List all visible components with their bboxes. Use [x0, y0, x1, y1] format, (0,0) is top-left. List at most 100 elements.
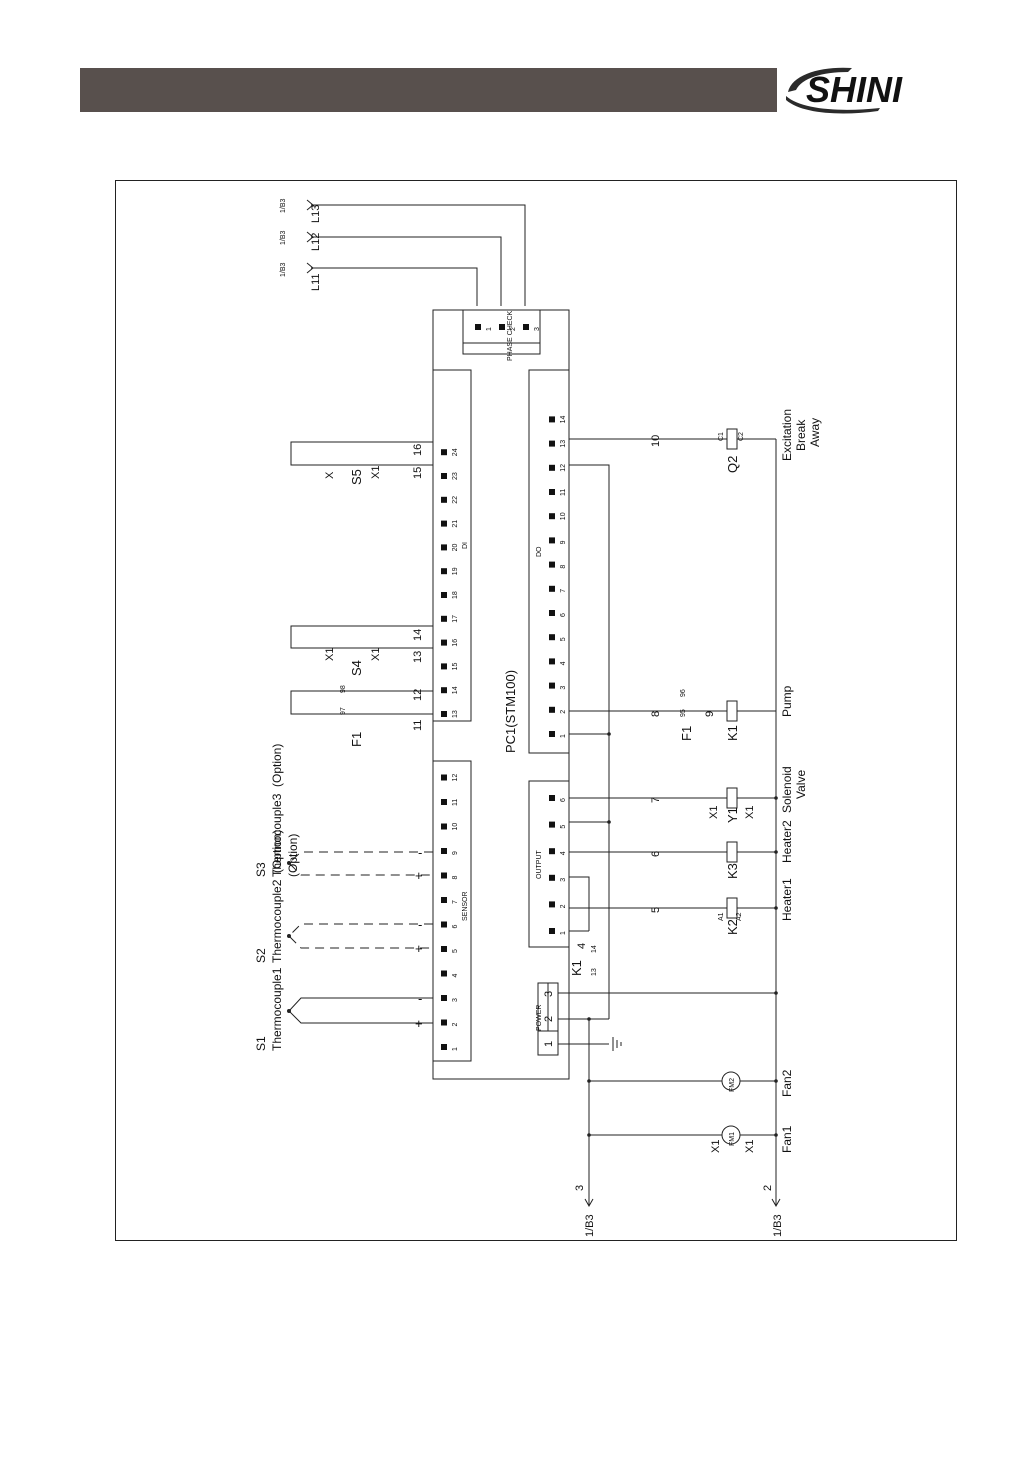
do-terminal-10 [549, 513, 555, 520]
do-terminal-6-label: 6 [560, 613, 567, 617]
y1-label: Y1 [725, 807, 740, 823]
phase-terminal-S-label: 2 [510, 327, 517, 331]
fan1-x1-right: X1 [744, 1140, 756, 1153]
q2-c1: C1 [718, 432, 725, 441]
s5-label: S5 [349, 469, 364, 485]
output-terminal-4-label: 4 [560, 851, 567, 855]
fan1-symbol: FM1 [729, 1132, 736, 1146]
do-terminal-10-label: 10 [560, 512, 567, 520]
wire-13: 13 [412, 651, 424, 663]
do-terminal-11-label: 11 [560, 489, 567, 496]
s4-x1-left: X1 [324, 648, 336, 661]
sensor-terminal-9 [441, 848, 447, 854]
phase-line-l13: L13 [310, 205, 322, 223]
di-terminal-14-label: 14 [452, 686, 459, 694]
phase-terminal-T-label: 3 [534, 327, 541, 331]
output-terminal-2 [549, 901, 555, 908]
wire-9: 9 [704, 711, 716, 717]
sensor-block [432, 760, 472, 1062]
sensor-terminal-6-label: 6 [452, 925, 459, 929]
phase-ref-l11: 1/B3 [280, 262, 287, 277]
fan2-label: Fan2 [780, 1069, 794, 1097]
phase-ref-l13: 1/B3 [280, 198, 287, 213]
do-terminal-2 [549, 706, 555, 713]
di-terminal-15 [441, 663, 447, 670]
sensor-terminal-12-label: 12 [452, 774, 459, 782]
ground-icon [612, 1037, 622, 1051]
q2-c2: C2 [738, 432, 745, 441]
wire-16: 16 [412, 444, 424, 456]
do-block [528, 369, 570, 754]
sensor-terminal-7-label: 7 [452, 900, 459, 904]
sensor-label: SENSOR [462, 891, 469, 921]
power-terminal-1: 1 [543, 1041, 555, 1047]
s2-plus: + [415, 941, 423, 956]
s5-x-top: X [324, 471, 336, 479]
k2-label: K2 [725, 919, 740, 935]
wiring-diagram: PC1(STM100) PHASE CHECK DI DO SENSOR OUT… [254, 198, 822, 1237]
di-terminal-19 [441, 568, 447, 575]
power-terminal-2: 2 [543, 1016, 555, 1022]
output-terminal-2-label: 2 [560, 904, 567, 908]
do-terminal-4-label: 4 [560, 661, 567, 665]
do-terminal-8-label: 8 [560, 565, 567, 569]
di-terminal-22 [441, 496, 447, 503]
do-terminal-14 [549, 416, 555, 423]
sensor-terminal-1 [441, 1044, 447, 1050]
diagram-frame: PC1(STM100) PHASE CHECK DI DO SENSOR OUT… [115, 180, 957, 1241]
di-terminal-16 [441, 639, 447, 646]
fan2-symbol: FM2 [729, 1078, 736, 1092]
do-terminal-4 [549, 658, 555, 665]
sensor-terminal-8-label: 8 [452, 876, 459, 880]
phase-line-l11: L11 [310, 273, 322, 291]
phase-terminal-S [499, 324, 505, 330]
header-bar [80, 68, 777, 112]
sensor-terminal-10 [441, 823, 447, 830]
do-terminal-13-label: 13 [560, 440, 567, 448]
controller-label: PC1(STM100) [503, 670, 518, 753]
output-block [528, 780, 570, 948]
do-terminal-2-label: 2 [560, 710, 567, 714]
output-label: OUTPUT [536, 850, 543, 880]
load-heater1: Heater1 [780, 878, 794, 921]
load-valve: Valve [794, 770, 808, 799]
output-terminal-1 [549, 928, 555, 934]
f1-contact-98: 98 [340, 685, 347, 693]
di-terminal-23 [441, 473, 447, 479]
wire-6: 6 [650, 851, 662, 857]
q2-label: Q2 [725, 456, 740, 473]
do-terminal-1-label: 1 [560, 734, 567, 738]
supply-2-ref: 1/B3 [772, 1214, 784, 1237]
s2-minus: - [418, 917, 422, 932]
sensor-terminal-11 [441, 799, 447, 805]
sensor-terminal-7 [441, 897, 447, 903]
di-terminal-18 [441, 592, 447, 598]
sensor-s2-name: Thermocouple2 [270, 879, 284, 963]
wire-14: 14 [412, 629, 424, 641]
k2-a2: A2 [736, 912, 743, 921]
di-terminal-17-label: 17 [452, 615, 459, 623]
load-pump: Pump [780, 685, 794, 717]
sensor-terminal-9-label: 9 [452, 851, 459, 855]
sensor-terminal-5-label: 5 [452, 949, 459, 953]
di-terminal-17 [441, 615, 447, 622]
sensor-terminal-11-label: 11 [452, 799, 459, 806]
sensor-terminal-3 [441, 995, 447, 1001]
di-terminal-13 [441, 711, 447, 717]
wire-10: 10 [650, 435, 662, 447]
supply-2-num: 2 [762, 1185, 774, 1191]
phase-check-label: PHASE CHECK [507, 310, 514, 361]
sensor-s1-option: (Option) [270, 830, 284, 873]
sensor-s3-id: S3 [254, 862, 268, 877]
f1-label: F1 [349, 732, 364, 747]
sensor-s1-name: Thermocouple1 [270, 967, 284, 1051]
do-terminal-9 [549, 537, 555, 544]
wire-7: 7 [650, 797, 662, 803]
k1-contact-14: 14 [591, 945, 598, 953]
sensor-s2-option: (Option) [270, 744, 284, 787]
fan1-x1-left: X1 [710, 1140, 722, 1153]
do-terminal-7-label: 7 [560, 589, 567, 593]
load-solenoid: Solenoid [780, 766, 794, 813]
power-label: POWER [536, 1005, 543, 1031]
supply-3-num: 3 [574, 1185, 586, 1191]
